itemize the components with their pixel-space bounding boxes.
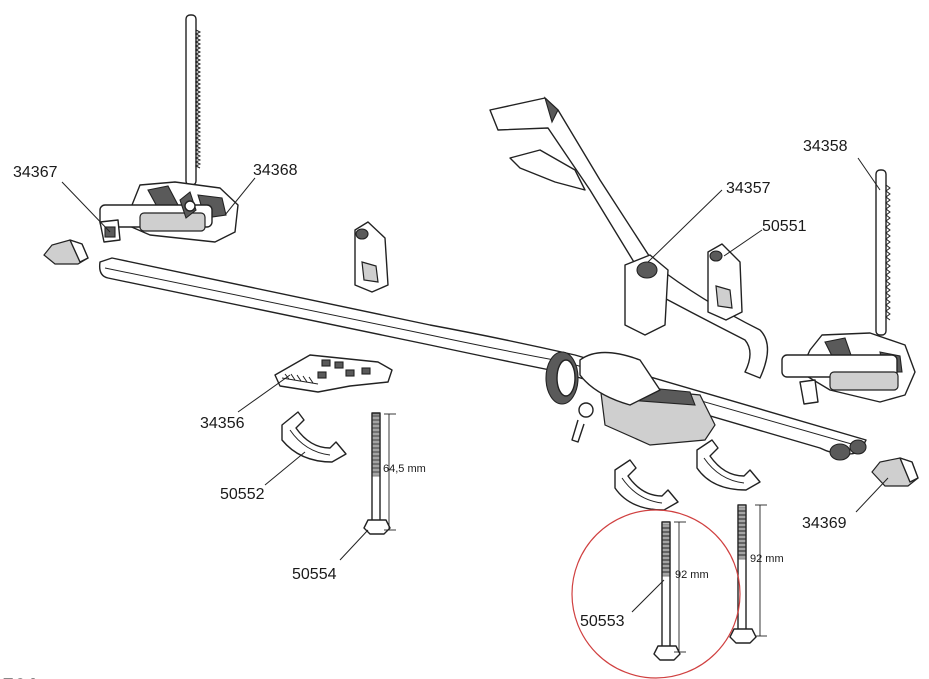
part-label-50551: 50551: [762, 218, 807, 235]
part-label-34356: 34356: [200, 415, 245, 432]
part-label-34368: 34368: [253, 162, 298, 179]
t-bolt-right: [729, 504, 757, 644]
u-strap-lower-left: [614, 459, 679, 511]
leader-lines: [61, 157, 889, 613]
part-label-34357: 34357: [726, 180, 771, 197]
dimension-label-92-right: 92 mm: [750, 553, 784, 565]
part-label-50553: 50553: [580, 613, 625, 630]
end-cap-34369: [871, 457, 919, 487]
dimension-label-92-left: 92 mm: [675, 569, 709, 581]
highlight-circle: [571, 509, 741, 679]
end-cap-left: [43, 239, 89, 265]
part-label-50554: 50554: [292, 566, 337, 583]
wheel-holder-right: [781, 169, 916, 405]
part-label-34358: 34358: [803, 138, 848, 155]
dimension-92-left: 92 mm: [674, 521, 709, 653]
frame-holder-arm: [489, 96, 769, 379]
clamp-piece-50551: [707, 243, 743, 321]
clamp-piece-mid: [354, 221, 389, 293]
dimension-64-5: 64,5 mm: [383, 413, 426, 531]
dimension-label-64-5: 64,5 mm: [383, 463, 426, 475]
part-label-34367: 34367: [13, 164, 58, 181]
dimension-92-right: 92 mm: [750, 504, 784, 637]
part-label-34369: 34369: [802, 515, 847, 532]
wheel-holder-left: [99, 14, 239, 243]
clamp-assembly: [545, 351, 716, 446]
u-strap-lower-right: [696, 439, 761, 491]
bracket-34367: [99, 219, 121, 243]
t-bolt-50553: [653, 521, 681, 661]
page-number: 591: [2, 674, 39, 679]
part-label-50552: 50552: [220, 486, 265, 503]
u-strap-50552: [281, 411, 347, 463]
t-bolt-50554: [363, 412, 391, 535]
adapter-plate: [274, 354, 393, 393]
